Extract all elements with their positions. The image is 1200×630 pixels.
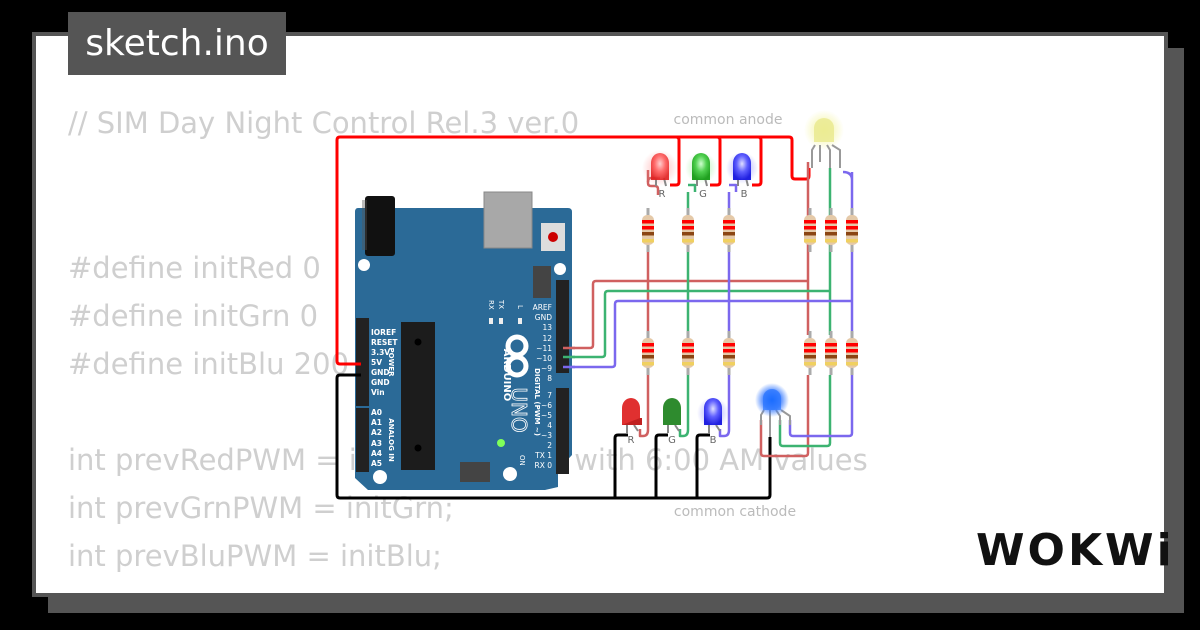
code-line: int prevGrnPWM = initGrn; <box>68 491 454 525</box>
rgb-led-common-anode[interactable] <box>804 110 844 168</box>
reset-button-cap <box>548 232 558 242</box>
analog-title: ANALOG IN <box>387 418 395 462</box>
icsp-header <box>460 462 490 482</box>
pin-label: AREF <box>533 303 552 312</box>
arduino-uno-board[interactable]: ARDUINO UNO ON DIGITAL (PWM ~) POWER ANA… <box>355 191 572 490</box>
led-label: B <box>741 189 748 200</box>
resistor[interactable] <box>823 206 839 254</box>
resistor[interactable] <box>721 206 737 254</box>
signal-wire-red <box>563 162 810 458</box>
pin-label: ~10 <box>536 354 552 363</box>
digital-header-top[interactable] <box>556 280 569 373</box>
mounting-hole <box>358 259 370 271</box>
analog-header[interactable] <box>356 408 369 472</box>
led-label: B <box>710 435 717 446</box>
board-model: UNO <box>507 387 531 432</box>
rgb-led-common-cathode[interactable] <box>755 383 791 437</box>
wokwi-logo: WOKWi <box>976 525 1175 576</box>
pin-label: 2 <box>547 441 552 450</box>
resistor[interactable] <box>680 206 696 254</box>
resistor[interactable] <box>640 329 656 377</box>
led-label: G <box>699 189 707 200</box>
board-brand: ARDUINO <box>501 349 512 401</box>
led-red-bottom[interactable]: R <box>622 398 642 446</box>
mounting-hole <box>554 263 566 275</box>
code-line: int prevBluPWM = initBlu; <box>68 539 442 573</box>
pin-label: 12 <box>542 334 552 343</box>
led-red-top[interactable]: R <box>642 150 678 200</box>
resistor[interactable] <box>640 206 656 254</box>
pin-label: IOREF <box>371 328 396 337</box>
resistor[interactable] <box>844 329 860 377</box>
usb-port <box>483 191 533 249</box>
common-cathode-label: common cathode <box>674 504 796 520</box>
code-line: #define initBlu 200 <box>68 347 350 381</box>
pin-label: A2 <box>371 428 382 437</box>
pin-label: A3 <box>371 439 382 448</box>
power-header[interactable] <box>356 318 369 406</box>
file-tab[interactable]: sketch.ino <box>68 12 286 75</box>
pin-label: A4 <box>371 449 382 458</box>
led-label: R <box>628 435 635 446</box>
pin-label: 5V <box>371 358 382 367</box>
power-title: POWER <box>387 348 395 378</box>
preview-card <box>32 32 1168 597</box>
on-led <box>497 439 505 447</box>
code-line: #define initRed 0 <box>68 251 321 285</box>
pin-label: GND <box>535 313 552 322</box>
power-jack <box>365 196 395 256</box>
icsp-header <box>533 266 551 298</box>
on-label: ON <box>518 455 526 466</box>
led-blue-top[interactable]: B <box>726 152 758 200</box>
pin-label: GND <box>371 378 390 387</box>
power-wire <box>335 135 811 366</box>
indicator-label: RX <box>487 300 495 310</box>
pin-label: RESET <box>371 338 398 347</box>
pin-label: A0 <box>371 408 382 417</box>
led-label: G <box>668 435 676 446</box>
common-anode-label: common anode <box>674 112 783 128</box>
digital-header-bottom[interactable] <box>556 388 569 474</box>
signal-wire-green <box>563 168 832 448</box>
pin-label: 8 <box>547 374 552 383</box>
arduino-logo-icon <box>505 334 529 378</box>
code-line: // SIM Day Night Control Rel.3 ver.0 <box>68 106 580 140</box>
indicator-label: L <box>516 305 524 309</box>
pin-label: ~11 <box>536 344 552 353</box>
pin-label: GND <box>371 368 390 377</box>
resistor[interactable] <box>802 329 818 377</box>
pin-label: RX 0 <box>534 461 552 470</box>
mounting-hole <box>503 467 517 481</box>
led-blue-bottom[interactable]: B <box>697 397 729 446</box>
pin-label: 7 <box>547 391 552 400</box>
code-line: #define initGrn 0 <box>68 299 319 333</box>
resistor[interactable] <box>721 329 737 377</box>
pin-label: 4 <box>547 421 552 430</box>
mounting-hole <box>373 470 387 484</box>
pin-label: 3.3V <box>371 348 390 357</box>
pin-label: ~3 <box>541 431 552 440</box>
pin-label: A5 <box>371 459 382 468</box>
led-label: R <box>659 189 666 200</box>
pin-label: A1 <box>371 418 382 427</box>
digital-title: DIGITAL (PWM ~) <box>533 368 541 436</box>
led-green-top[interactable]: G <box>685 152 717 200</box>
ground-wire <box>335 373 772 500</box>
indicator-label: TX <box>497 299 505 309</box>
pin-label: ~6 <box>541 401 552 410</box>
pin-label: ~5 <box>541 411 552 420</box>
pin-label: 13 <box>542 323 552 332</box>
resistor[interactable] <box>802 206 818 254</box>
resistor[interactable] <box>844 206 860 254</box>
pin-label: Vin <box>371 388 385 397</box>
led-green-bottom[interactable]: G <box>663 398 681 446</box>
pin-label: TX 1 <box>534 451 552 460</box>
resistor[interactable] <box>680 329 696 377</box>
pin-label: ~9 <box>541 364 552 373</box>
resistor[interactable] <box>823 329 839 377</box>
